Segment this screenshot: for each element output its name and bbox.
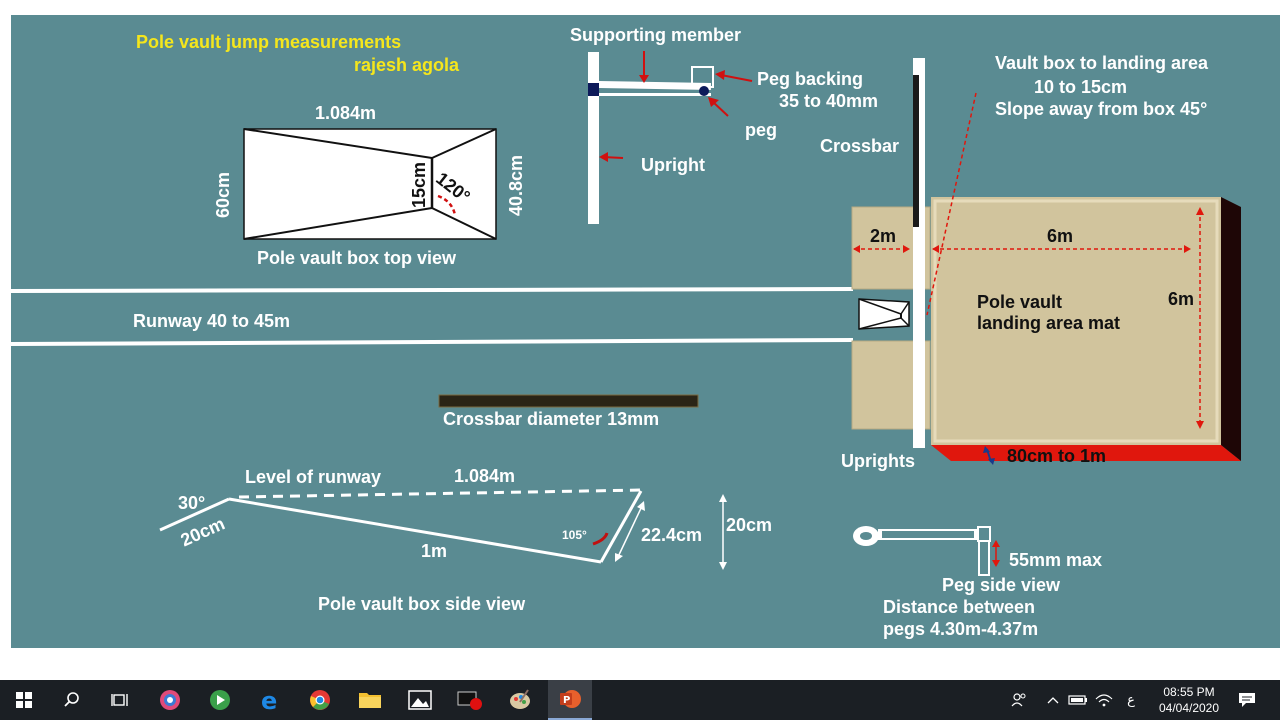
- notification-icon: [1239, 693, 1255, 707]
- upright-label: Upright: [641, 155, 705, 175]
- peg-distance-line1: Distance between: [883, 597, 1036, 617]
- runway-label: Runway 40 to 45m: [133, 311, 291, 331]
- landing-width: 6m: [1168, 289, 1195, 309]
- slide-title: Pole vault jump measurements: [136, 32, 402, 52]
- landing-mat: [931, 197, 1221, 445]
- edge-icon: e: [261, 688, 277, 712]
- side-view-angle-back: 30°: [178, 493, 206, 513]
- peg: [699, 86, 709, 96]
- clock-time: 08:55 PM: [1163, 685, 1215, 699]
- side-view-length-top: 1.084m: [454, 466, 516, 486]
- people-icon: [1011, 693, 1026, 707]
- tray-notifications[interactable]: [1232, 680, 1262, 720]
- top-view-width-front: 40.8cm: [506, 154, 526, 216]
- crossbar-bar: [913, 75, 919, 227]
- vault-note-line2: 10 to 15cm: [1034, 77, 1128, 97]
- slide-canvas: Pole vault jump measurements rajesh agol…: [11, 15, 1280, 648]
- mat-label-line1: Pole vault: [977, 292, 1063, 312]
- search-button[interactable]: [50, 680, 94, 720]
- photos-icon: [408, 690, 432, 710]
- landing-height: 80cm to 1m: [1007, 446, 1107, 466]
- side-view-angle-stop: 105°: [562, 528, 587, 542]
- peg-distance-line2: pegs 4.30m-4.37m: [883, 619, 1039, 639]
- taskbar-app-recorder[interactable]: [448, 680, 492, 720]
- taskbar-app-powerpoint[interactable]: P: [548, 680, 592, 720]
- svg-text:e: e: [261, 688, 277, 712]
- supporting-member-block: [588, 83, 599, 96]
- battery-icon: [1068, 695, 1087, 705]
- powerpoint-icon: P: [560, 690, 581, 708]
- swirl-app-icon: [160, 690, 180, 710]
- task-view-icon: [111, 694, 128, 706]
- runway-line-top: [11, 287, 854, 293]
- runway-level-label: Level of runway: [245, 467, 382, 487]
- top-view-caption: Pole vault box top view: [257, 248, 457, 268]
- taskbar-app-media[interactable]: [198, 680, 242, 720]
- taskbar-app-chrome[interactable]: [298, 680, 342, 720]
- vault-note-line3: Slope away from box 45°: [995, 99, 1208, 119]
- peg-backing-size: 35 to 40mm: [779, 91, 879, 111]
- slide-author: rajesh agola: [354, 55, 460, 75]
- tray-people[interactable]: [1006, 680, 1032, 720]
- landing-length: 6m: [1047, 226, 1074, 246]
- peg-label: peg: [745, 120, 778, 140]
- uprights-label: Uprights: [841, 451, 915, 471]
- runway-line-bottom: [11, 338, 854, 346]
- chrome-icon: [310, 690, 330, 710]
- mat-label-line2: landing area mat: [977, 313, 1121, 333]
- pole-vault-diagram: [11, 51, 1241, 576]
- taskbar-app-explorer[interactable]: [348, 680, 392, 720]
- taskbar-app-swirl[interactable]: [148, 680, 192, 720]
- taskbar-app-photos[interactable]: [398, 680, 442, 720]
- chevron-up-icon: [1047, 697, 1059, 704]
- supporting-member-label: Supporting member: [570, 25, 742, 45]
- start-button[interactable]: [2, 680, 46, 720]
- top-view-width-back: 60cm: [213, 171, 233, 218]
- windows-logo-icon: [16, 692, 32, 708]
- wifi-icon: [1095, 694, 1113, 707]
- landing-front-width: 2m: [870, 226, 897, 246]
- tray-show-hidden[interactable]: [1042, 680, 1064, 720]
- crossbar-diameter: Crossbar diameter 13mm: [443, 409, 660, 429]
- vault-note-line1: Vault box to landing area: [995, 53, 1209, 73]
- tray-clock[interactable]: 08:55 PM 04/04/2020: [1150, 684, 1228, 716]
- side-view-stop-board: 22.4cm: [641, 525, 703, 545]
- clock-date: 04/04/2020: [1158, 701, 1220, 715]
- tray-network[interactable]: [1092, 680, 1116, 720]
- taskbar: e P ع 08:55 PM 04/04/2020: [0, 680, 1280, 720]
- tray-battery[interactable]: [1066, 680, 1090, 720]
- taskbar-app-edge[interactable]: e: [248, 680, 292, 720]
- top-view-length: 1.084m: [315, 103, 377, 123]
- crossbar-label: Crossbar: [820, 136, 900, 156]
- peg-side-caption: Peg side view: [942, 575, 1061, 595]
- side-view-bottom: 1m: [421, 541, 448, 561]
- svg-text:P: P: [563, 695, 570, 706]
- tray-language[interactable]: ع: [1127, 692, 1135, 707]
- peg-max-label: 55mm max: [1009, 550, 1103, 570]
- folder-icon: [359, 693, 381, 708]
- paint-icon: [510, 689, 530, 709]
- search-icon: [64, 692, 79, 707]
- task-view-button[interactable]: [98, 680, 142, 720]
- crossbar-sample: [438, 394, 699, 408]
- top-view-throat: 15cm: [409, 161, 429, 208]
- screen-recorder-icon: [457, 691, 482, 710]
- side-view-depth: 20cm: [726, 515, 773, 535]
- upright-detail: [588, 52, 599, 224]
- side-view-caption: Pole vault box side view: [318, 594, 526, 614]
- media-player-icon: [210, 690, 230, 710]
- taskbar-app-paint[interactable]: [498, 680, 542, 720]
- peg-backing-label: Peg backing: [757, 69, 864, 89]
